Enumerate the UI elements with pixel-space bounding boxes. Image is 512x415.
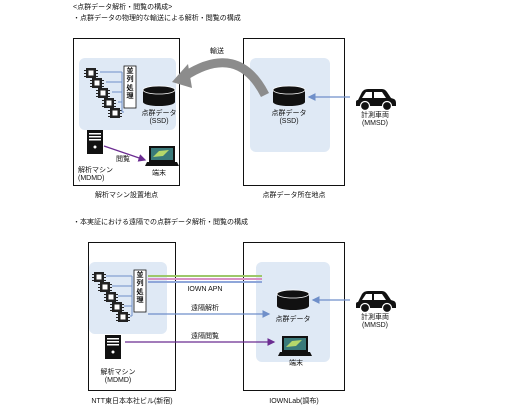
- transport-label: 輸送: [201, 48, 233, 57]
- point-cloud-label-left: 点群データ (SSD): [141, 110, 177, 126]
- point-cloud-label-bottom: 点群データ: [275, 316, 311, 323]
- vehicle-label-bottom: 計測車両 (MMSD): [361, 314, 389, 330]
- page-title: <点群データ解析・閲覧の構成>: [73, 4, 173, 11]
- parallel-bracket: [100, 71, 124, 113]
- iownlab-site-label: IOWNLab(調布): [269, 398, 319, 405]
- terminal-label-bottom: 端末: [289, 360, 303, 367]
- parallel-label-box: [123, 65, 137, 109]
- server-tower-icon: [87, 130, 103, 154]
- transport-arrow: [182, 58, 270, 98]
- ntt-site-label: NTT東日本本社ビル(新宿): [91, 398, 173, 405]
- transport-arrowhead: [172, 64, 192, 88]
- point-cloud-label-right: 点群データ (SSD): [271, 110, 307, 126]
- analysis-machine-label: 解析マシン (MDMD): [78, 167, 113, 183]
- section-subtitle-top: ・点群データの物理的な輸送による解析・閲覧の構成: [73, 15, 241, 22]
- iown-apn-label: IOWN APN: [187, 286, 223, 293]
- parallel-bracket-bottom: [106, 275, 133, 317]
- database-icon: [142, 85, 176, 107]
- remote-browse-label: 遠隔閲覧: [191, 333, 219, 340]
- vehicle-label: 計測車両 (MMSD): [361, 112, 389, 128]
- parallel-label-bottom: 並列処理: [136, 272, 144, 305]
- car-icon: [355, 88, 397, 112]
- server-tower-icon-bottom: [105, 335, 121, 359]
- laptop-icon: [145, 146, 179, 166]
- browse-arrow: [103, 145, 147, 162]
- section-subtitle-bottom: ・本実証における遠隔での点群データ解析・閲覧の構成: [73, 219, 248, 226]
- terminal-label: 端末: [152, 170, 166, 177]
- parallel-label-box-bottom: [133, 269, 147, 313]
- iown-apn-link: [148, 275, 262, 283]
- remote-analysis-label: 遠隔解析: [191, 305, 219, 312]
- analysis-machine-label-bottom: 解析マシン (MDMD): [100, 369, 136, 385]
- browse-label: 閲覧: [116, 156, 130, 163]
- cpu-chip-icon: [84, 68, 122, 118]
- cpu-chip-icon-bottom: [92, 272, 130, 322]
- database-icon-bottom: [276, 289, 310, 311]
- parallel-label: 並列処理: [126, 68, 134, 101]
- car-icon-bottom: [355, 290, 397, 314]
- database-icon-remote: [272, 85, 306, 107]
- laptop-icon-bottom: [278, 336, 312, 356]
- analysis-site-label: 解析マシン設置地点: [95, 192, 158, 199]
- data-site-label: 点群データ所在地点: [262, 192, 326, 199]
